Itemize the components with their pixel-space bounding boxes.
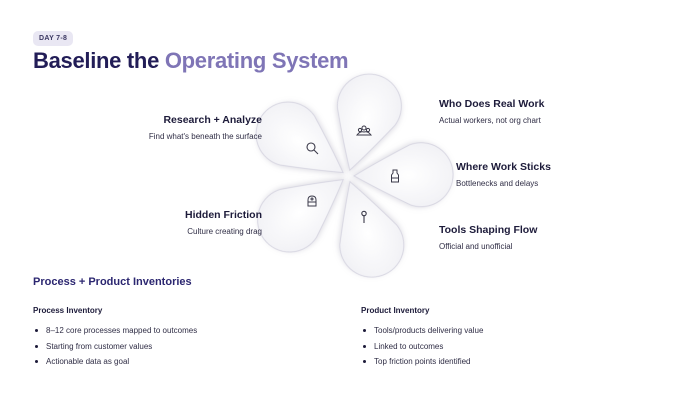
day-badge: DAY 7-8 bbox=[33, 31, 74, 46]
petal-label-who: Who Does Real Work Actual workers, not o… bbox=[439, 98, 544, 125]
petal-subtitle: Actual workers, not org chart bbox=[439, 116, 541, 125]
petal-label-tools: Tools Shaping Flow Official and unoffici… bbox=[439, 224, 537, 251]
list-item: Starting from customer values bbox=[33, 339, 197, 355]
process-inventory-heading: Process Inventory bbox=[33, 306, 103, 315]
petal-subtitle: Find what's beneath the surface bbox=[148, 132, 262, 141]
petal-research bbox=[255, 101, 344, 174]
petal-subtitle: Culture creating drag bbox=[187, 227, 262, 236]
petal-subtitle: Official and unofficial bbox=[439, 242, 513, 251]
petal-tools bbox=[339, 180, 405, 278]
petal-title: Tools Shaping Flow bbox=[439, 224, 538, 236]
process-inventory: Process Inventory 8–12 core processes ma… bbox=[33, 306, 197, 370]
list-item: Tools/products delivering value bbox=[361, 323, 483, 339]
list-item: 8–12 core processes mapped to outcomes bbox=[33, 323, 197, 339]
petal-who bbox=[336, 73, 402, 172]
petal-title: Who Does Real Work bbox=[439, 98, 545, 110]
list-item: Linked to outcomes bbox=[361, 339, 483, 355]
list-item: Actionable data as goal bbox=[33, 354, 197, 370]
product-inventory-heading: Product Inventory bbox=[361, 306, 430, 315]
petal-title: Where Work Sticks bbox=[456, 161, 551, 173]
petal-subtitle: Bottlenecks and delays bbox=[456, 179, 539, 188]
title-main: Baseline the bbox=[33, 48, 165, 73]
inventories-title: Process + Product Inventories bbox=[33, 276, 192, 288]
friction-icon bbox=[307, 195, 317, 207]
bottleneck-icon bbox=[391, 169, 399, 183]
petal-label-friction: Hidden Friction Culture creating drag bbox=[185, 209, 262, 236]
petal-label-research: Research + Analyze Find what's beneath t… bbox=[149, 114, 262, 141]
page-title: Baseline the Operating System bbox=[33, 48, 349, 74]
list-item: Top friction points identified bbox=[361, 354, 483, 370]
people-icon bbox=[355, 125, 373, 136]
wrench-icon bbox=[361, 210, 367, 223]
petal-friction bbox=[257, 179, 345, 253]
petal-title: Research + Analyze bbox=[163, 114, 262, 126]
process-inventory-list: 8–12 core processes mapped to outcomes S… bbox=[33, 323, 197, 370]
search-icon bbox=[306, 142, 319, 155]
product-inventory: Product Inventory Tools/products deliver… bbox=[361, 306, 483, 370]
title-accent: Operating System bbox=[164, 48, 349, 73]
petal-label-where: Where Work Sticks Bottlenecks and delays bbox=[456, 161, 551, 188]
petal-title: Hidden Friction bbox=[185, 209, 262, 221]
product-inventory-list: Tools/products delivering value Linked t… bbox=[361, 323, 483, 370]
petal-where bbox=[353, 142, 454, 208]
